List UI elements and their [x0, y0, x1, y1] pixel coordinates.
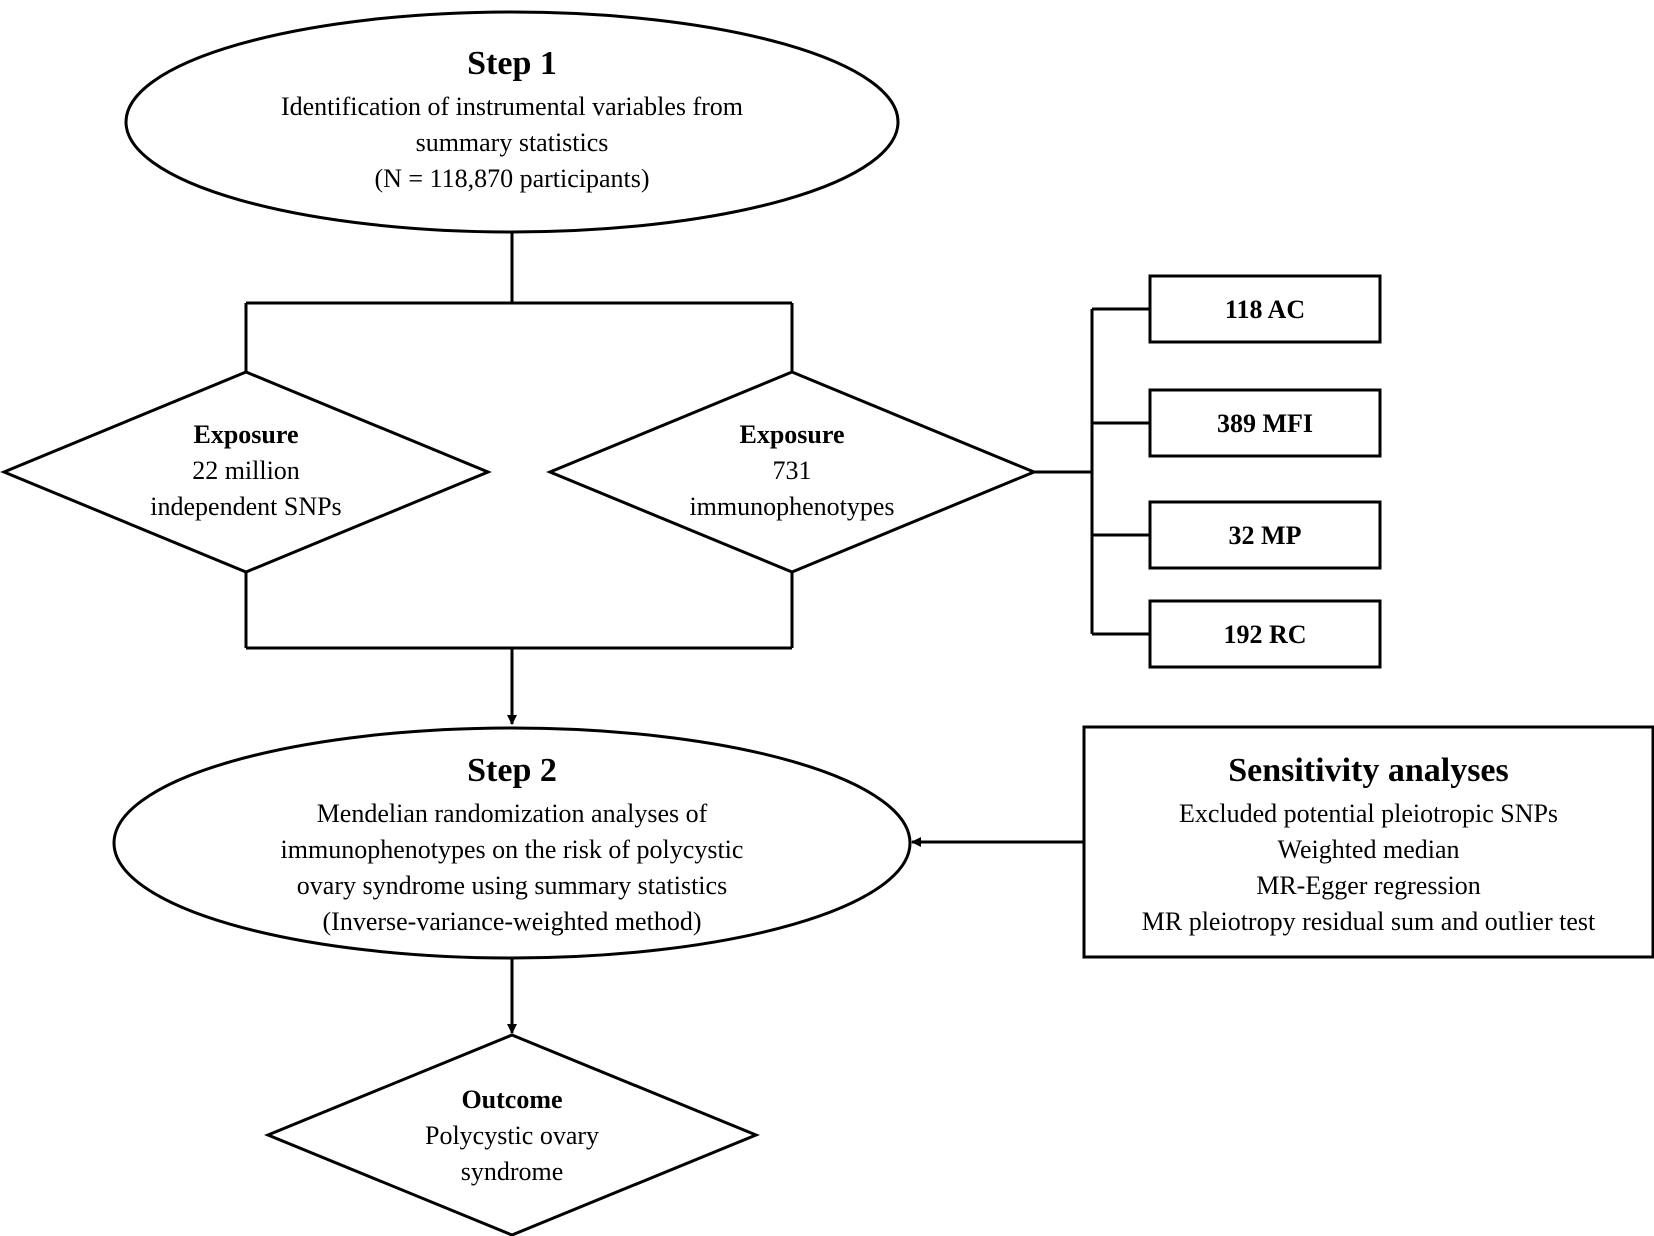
outcome-title: Outcome — [461, 1085, 563, 1114]
trait-label-rc: 192 RC — [1223, 620, 1307, 649]
step1-line1: Identification of instrumental variables… — [280, 92, 744, 121]
sensitivity-item-3: MR-Egger regression — [1256, 871, 1481, 900]
outcome-diamond — [264, 1033, 760, 1236]
exposure-immuno-title: Exposure — [739, 420, 845, 449]
step2-line1: Mendelian randomization analyses of — [316, 799, 708, 828]
exposure-snps-title: Exposure — [193, 420, 299, 449]
sensitivity-item-4: MR pleiotropy residual sum and outlier t… — [1141, 907, 1596, 936]
trait-label-ac: 118 AC — [1224, 295, 1306, 324]
exposure-immuno-line1: 731 — [772, 456, 812, 485]
exposure-snps-line1: 22 million — [192, 456, 300, 485]
step1-title: Step 1 — [467, 45, 557, 82]
trait-label-mfi: 389 MFI — [1216, 409, 1314, 438]
trait-box-ac — [1148, 274, 1382, 344]
sensitivity-item-2: Weighted median — [1277, 835, 1460, 864]
trait-box-mfi — [1148, 388, 1382, 458]
trait-label-mp: 32 MP — [1228, 521, 1302, 550]
step2-title: Step 2 — [467, 752, 557, 789]
trait-box-rc — [1148, 599, 1382, 669]
step1-line3: (N = 118,870 participants) — [374, 164, 650, 193]
step1-line2: summary statistics — [415, 128, 609, 157]
exposure-snps-line2: independent SNPs — [150, 492, 342, 521]
step2-line2: immunophenotypes on the risk of polycyst… — [280, 835, 744, 864]
sensitivity-title: Sensitivity analyses — [1228, 752, 1509, 789]
trait-box-mp — [1148, 500, 1382, 570]
step2-line4: (Inverse-variance-weighted method) — [322, 907, 702, 936]
exposure-immuno-line2: immunophenotypes — [689, 492, 895, 521]
outcome-line2: syndrome — [460, 1157, 564, 1186]
sensitivity-item-1: Excluded potential pleiotropic SNPs — [1178, 799, 1559, 828]
step2-line3: ovary syndrome using summary statistics — [296, 871, 728, 900]
outcome-line1: Polycystic ovary — [424, 1121, 600, 1150]
